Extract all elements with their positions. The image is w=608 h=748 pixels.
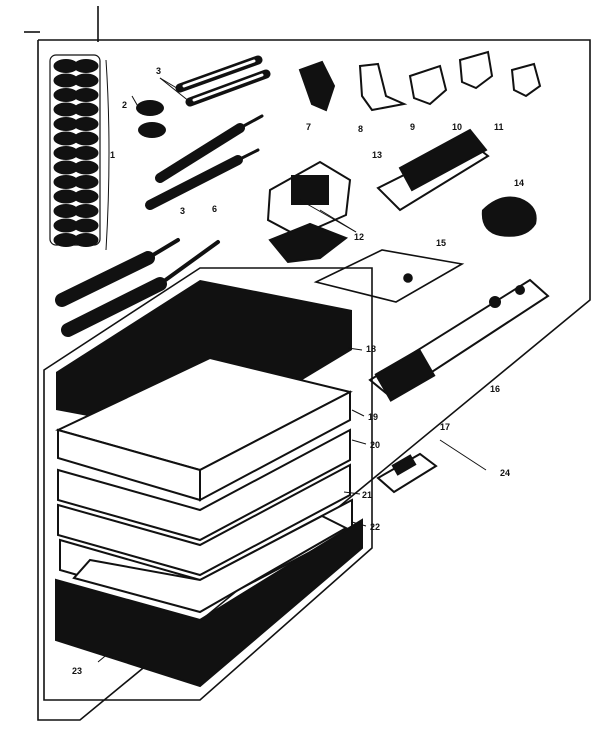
presser-feet	[298, 50, 542, 112]
spool	[73, 131, 99, 146]
callout-14: 14	[514, 178, 524, 188]
callout-3a: 3	[156, 66, 161, 76]
inner-frame	[43, 267, 373, 701]
cam-cartridge	[376, 128, 490, 212]
bobbin-stack	[49, 54, 101, 247]
slide-rail	[368, 278, 550, 402]
callout-20: 20	[370, 440, 380, 450]
spool	[73, 59, 99, 73]
spool	[73, 146, 99, 160]
callout-2: 2	[122, 100, 127, 110]
spool	[73, 218, 99, 233]
spool	[73, 102, 99, 117]
spool	[73, 73, 99, 88]
accessory-tray	[55, 356, 353, 502]
callout-16: 16	[490, 384, 500, 394]
callout-9: 9	[410, 122, 415, 132]
needle-tubes	[175, 55, 271, 107]
case-base	[55, 514, 363, 688]
screwdrivers	[55, 238, 220, 337]
callout-23: 23	[72, 666, 82, 676]
throat-plate	[313, 249, 465, 303]
spool	[73, 189, 99, 204]
callout-3b: 3	[180, 206, 185, 216]
callout-7: 7	[306, 122, 311, 132]
callout-13: 13	[372, 150, 382, 160]
callout-10: 10	[452, 122, 462, 132]
spool	[73, 204, 99, 218]
spool	[73, 233, 99, 247]
leader-lines	[97, 77, 487, 663]
spool	[73, 117, 99, 131]
callout-22: 22	[370, 522, 380, 532]
bobbin-discs	[136, 100, 166, 138]
callout-21: 21	[362, 490, 372, 500]
callouts: 1 2 3 3 6 7 8 9 10 11 12 13 14 15 16 17 …	[72, 66, 524, 676]
callout-11: 11	[494, 122, 504, 132]
callout-24: 24	[500, 468, 510, 478]
spool	[73, 160, 99, 175]
callout-8: 8	[358, 124, 363, 134]
callout-6: 6	[212, 204, 217, 214]
callout-15: 15	[436, 238, 446, 248]
small-block	[376, 452, 438, 494]
callout-1: 1	[110, 150, 115, 160]
callout-12: 12	[354, 232, 364, 242]
seam-rippers	[145, 114, 264, 210]
spool	[73, 175, 99, 189]
spool	[73, 88, 99, 102]
callout-19: 19	[368, 412, 378, 422]
buttonhole-attachment	[266, 160, 352, 264]
bracket-1	[105, 59, 110, 251]
felt-pad	[481, 196, 537, 237]
callout-18: 18	[366, 344, 376, 354]
callout-17: 17	[440, 422, 450, 432]
